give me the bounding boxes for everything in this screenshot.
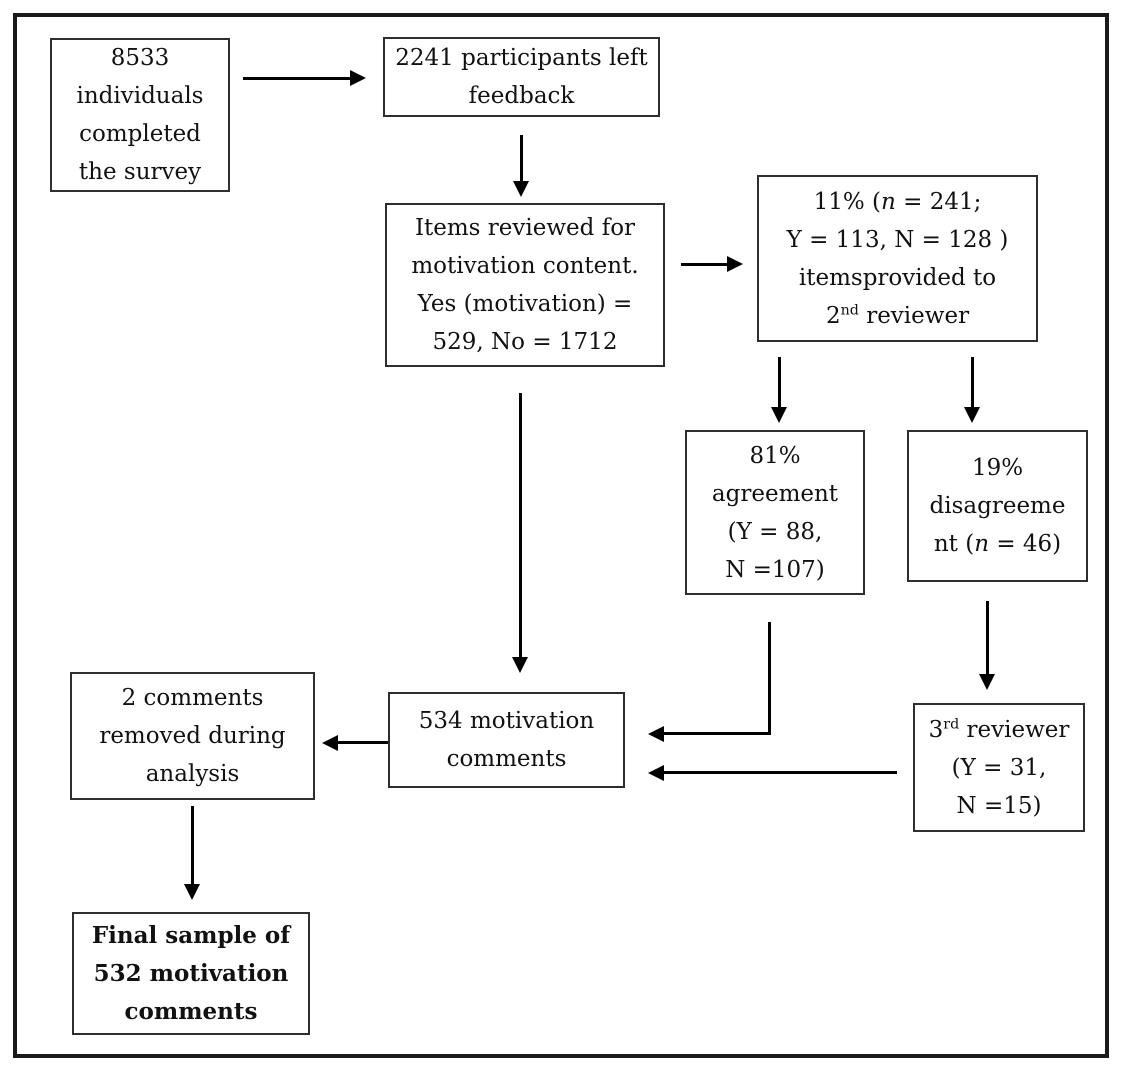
box-text-line: individuals — [76, 83, 204, 109]
arrow-shaft — [986, 601, 989, 675]
text-segment: 2 — [825, 302, 841, 329]
box-text-line: 8533 — [110, 45, 170, 71]
box-text-line: 81% — [749, 442, 801, 469]
box-text-line: (Y = 88, — [727, 518, 823, 545]
arrow-shaft — [243, 77, 351, 80]
arrow-head-icon — [771, 407, 787, 423]
arrow-head-icon — [350, 70, 366, 86]
arrow-shaft — [768, 622, 771, 735]
italic-n: n — [881, 188, 896, 215]
box-text-line: motivation content. — [411, 253, 639, 279]
flowchart-box-feedback: 2241 participants left feedback — [383, 37, 660, 117]
flowchart-box-534-comments: 534 motivation comments — [388, 692, 625, 788]
arrow-shaft — [681, 263, 728, 266]
box-text-line: Y = 113, N = 128 ) — [786, 226, 1009, 253]
arrow-shaft — [663, 771, 897, 774]
arrow-head-icon — [727, 256, 743, 272]
arrow-head-icon — [964, 407, 980, 423]
flowchart-box-disagreement: 19% disagreeme nt (n = 46) — [907, 430, 1088, 582]
arrow-shaft — [971, 357, 974, 408]
box-text-line: agreement — [711, 480, 839, 507]
box-text-line: comments — [124, 997, 258, 1025]
box-text-line: feedback — [468, 83, 575, 109]
arrow-head-icon — [184, 884, 200, 900]
box-text-line: 2241 participants left — [395, 45, 648, 71]
box-text-line: completed — [79, 121, 201, 147]
box-text-line: analysis — [145, 761, 240, 787]
box-text-line: comments — [446, 746, 567, 772]
box-text-line: 3rd reviewer — [929, 711, 1070, 749]
text-segment: 11% ( — [813, 188, 882, 215]
text-segment: nt ( — [933, 531, 975, 557]
box-text-line: N =15) — [956, 792, 1042, 819]
box-text-line: nt (n = 46) — [934, 525, 1061, 563]
arrow-head-icon — [648, 726, 664, 742]
flowchart-box-comments-removed: 2 comments removed during analysis — [70, 672, 315, 800]
arrow-head-icon — [513, 181, 529, 197]
box-text-line: 19% — [971, 455, 1024, 481]
text-segment: = 46) — [989, 531, 1062, 557]
box-text-line: removed during — [99, 723, 286, 749]
box-text-line: 2nd reviewer — [826, 297, 969, 335]
arrow-head-icon — [322, 735, 338, 751]
box-text-line: 529, No = 1712 — [432, 329, 618, 355]
box-text-line: Items reviewed for — [414, 215, 636, 241]
flowchart-box-second-reviewer: 11% (n = 241; Y = 113, N = 128 ) itemspr… — [757, 175, 1038, 342]
arrow-shaft — [778, 357, 781, 408]
ordinal-superscript: nd — [840, 301, 859, 318]
box-text-line: 11% (n = 241; — [814, 183, 982, 221]
box-text-line: N =107) — [725, 556, 825, 583]
box-text-line: 532 motivation — [93, 959, 289, 987]
flowchart-box-items-reviewed: Items reviewed for motivation content. Y… — [385, 203, 665, 367]
text-segment: 3 — [928, 716, 944, 743]
italic-n: n — [974, 531, 990, 557]
arrow-shaft — [520, 135, 523, 182]
ordinal-superscript: rd — [943, 715, 960, 732]
box-text-line: the survey — [78, 159, 202, 185]
arrow-head-icon — [648, 765, 664, 781]
text-segment: reviewer — [959, 716, 1070, 743]
flowchart-box-final-sample: Final sample of 532 motivation comments — [72, 912, 310, 1035]
box-text-line: 534 motivation — [418, 708, 595, 734]
box-text-line: (Y = 31, — [951, 754, 1047, 781]
box-text-line: Yes (motivation) = — [417, 291, 633, 317]
text-segment: = 241; — [895, 188, 982, 215]
arrow-shaft — [663, 732, 771, 735]
box-text-line: 2 comments — [121, 685, 264, 711]
flowchart-box-survey: 8533 individuals completed the survey — [50, 38, 230, 192]
box-text-line: disagreeme — [929, 493, 1066, 519]
arrow-head-icon — [512, 657, 528, 673]
flowchart-box-third-reviewer: 3rd reviewer (Y = 31, N =15) — [913, 703, 1085, 832]
flowchart-box-agreement: 81% agreement (Y = 88, N =107) — [685, 430, 865, 595]
arrow-head-icon — [979, 674, 995, 690]
text-segment: reviewer — [858, 302, 970, 329]
box-text-line: itemsprovided to — [798, 264, 997, 291]
arrow-shaft — [519, 393, 522, 658]
box-text-line: Final sample of — [91, 921, 291, 949]
arrow-shaft — [191, 806, 194, 885]
arrow-shaft — [337, 741, 388, 744]
